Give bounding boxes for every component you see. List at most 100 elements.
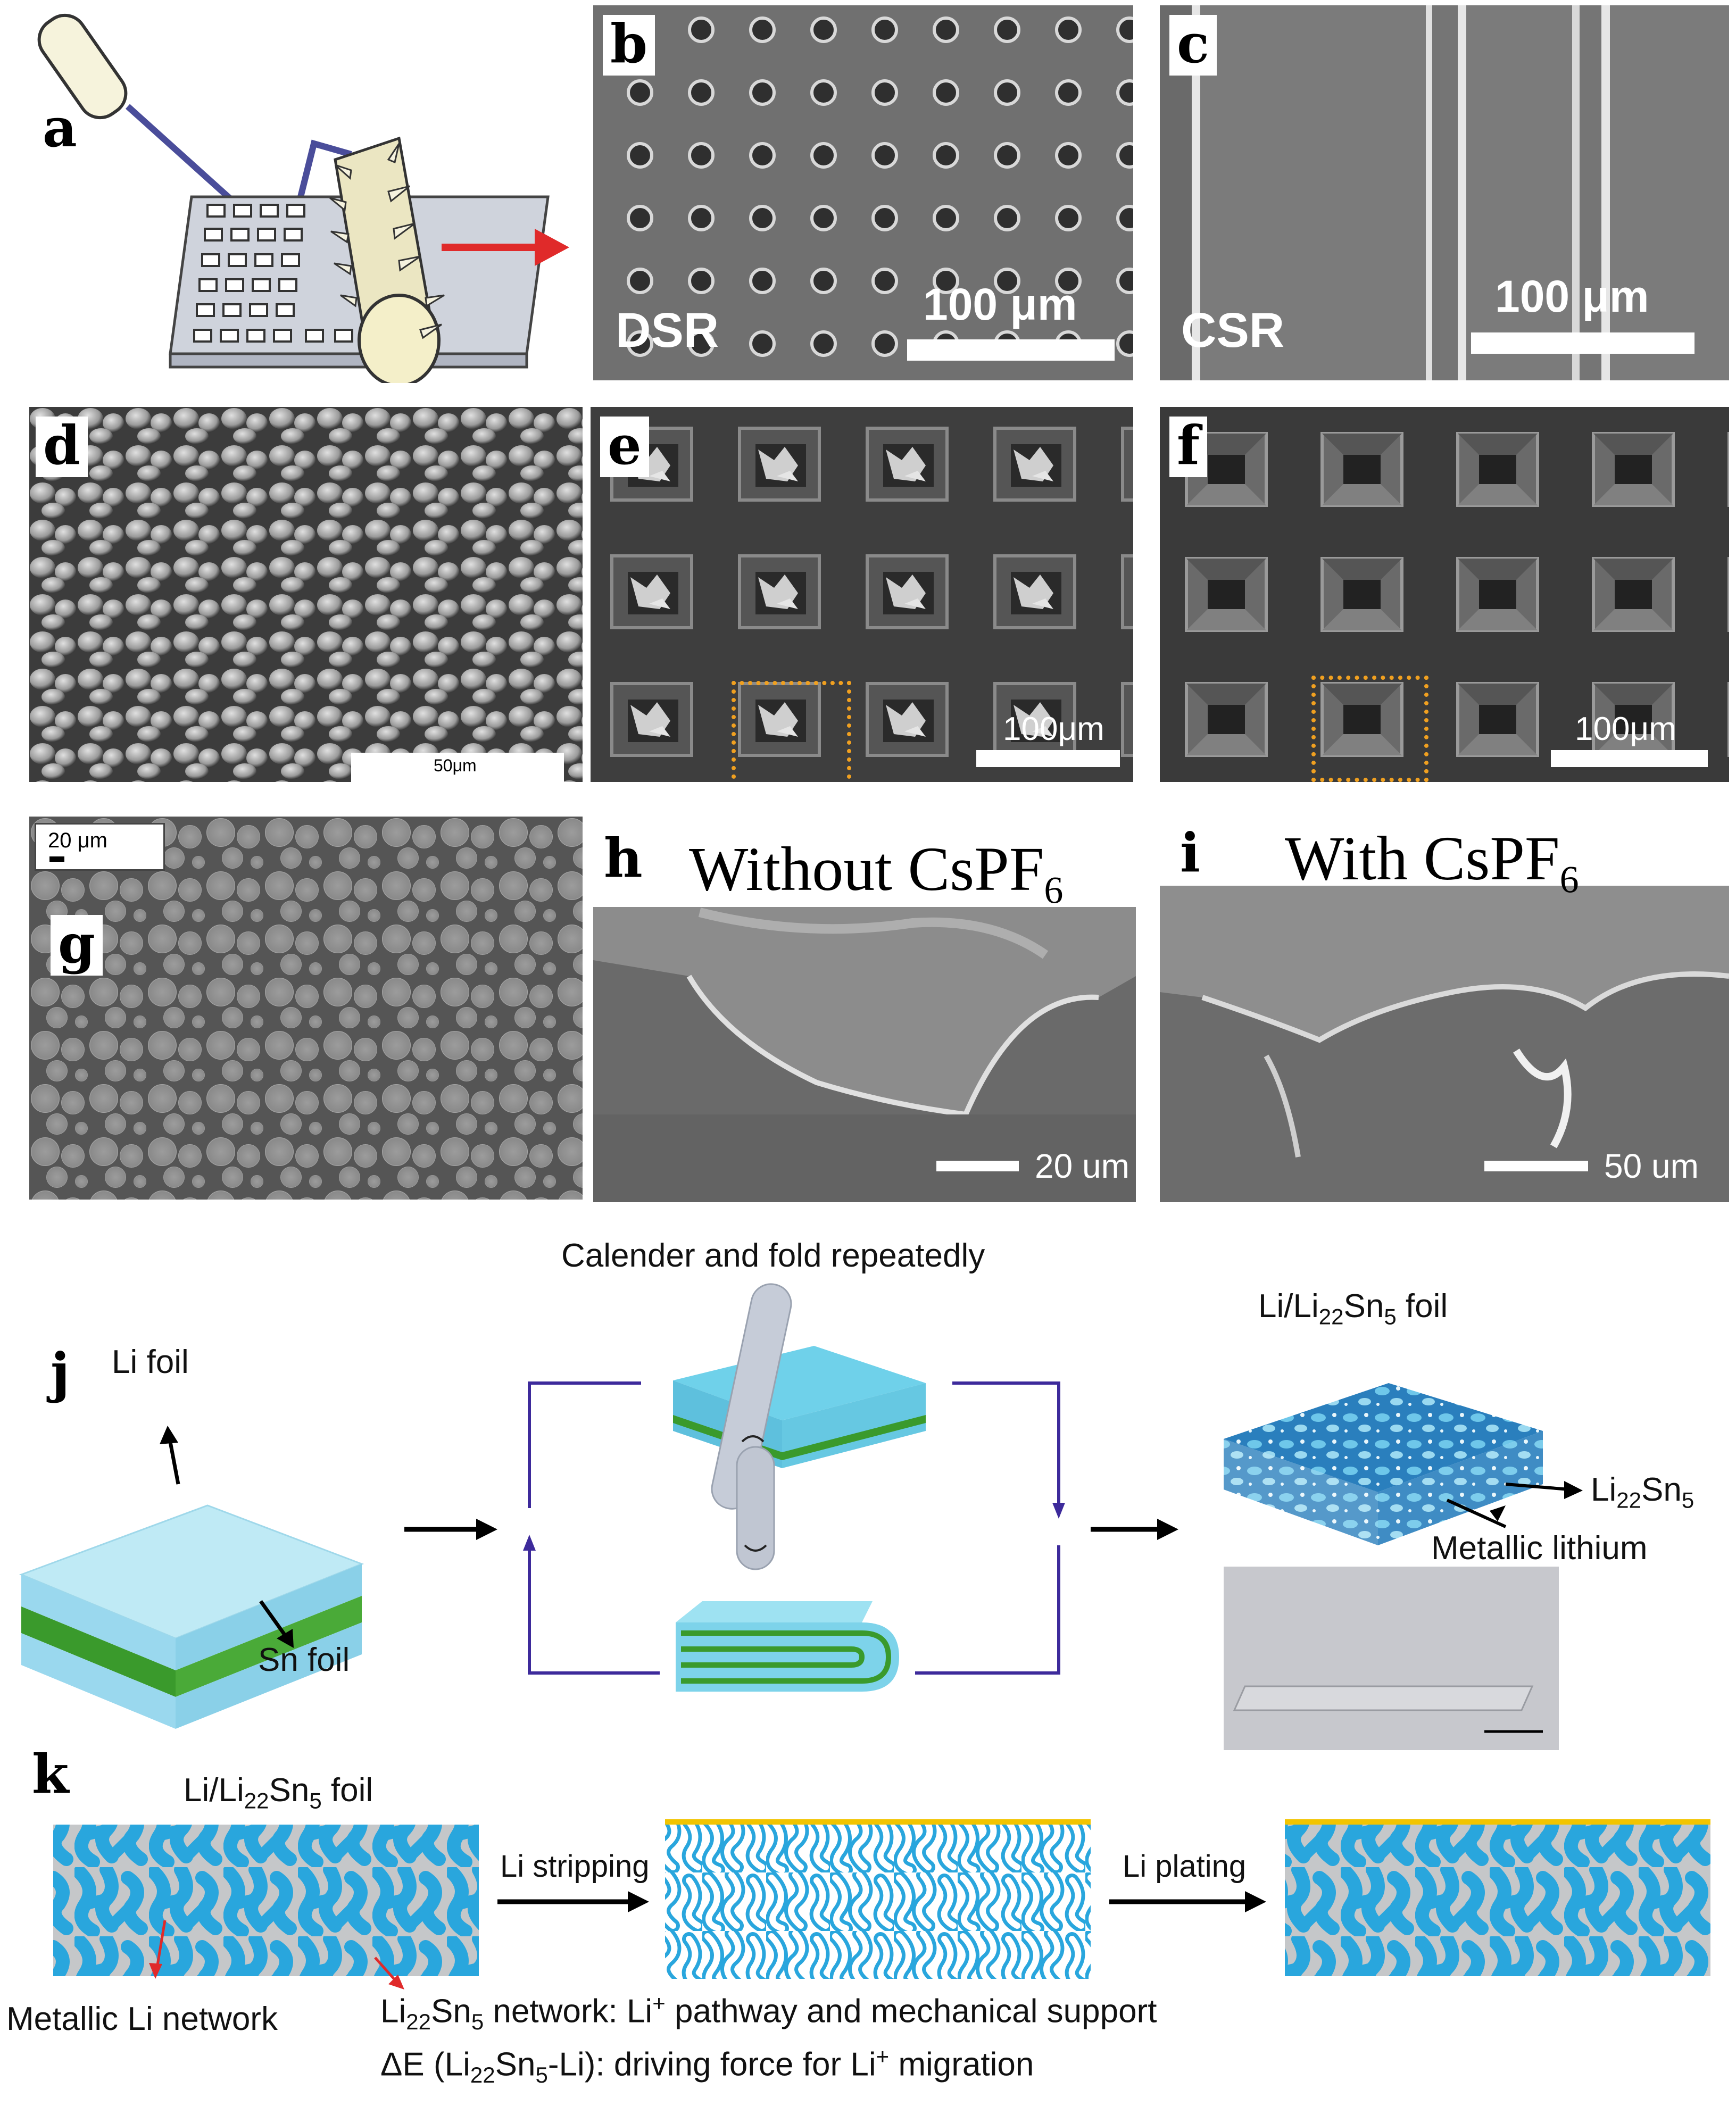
k-foil-sub2: 5 [309, 1788, 322, 1813]
roller-bottom [736, 1446, 775, 1570]
phase-sub: 22 [1616, 1487, 1641, 1513]
network-text: network: Li [484, 1993, 653, 2030]
delta-prefix: ΔE (Li [380, 2046, 470, 2083]
panel-label-d: d [36, 417, 88, 477]
panel-c-scale-label: 100 μm [1495, 271, 1649, 321]
li-foil-label: Li foil [112, 1344, 189, 1380]
panel-a: a [16, 0, 591, 387]
panel-f-sem-image: f 100μm [1160, 407, 1729, 782]
product-mid: Sn [1343, 1288, 1384, 1325]
network-sup: + [652, 1991, 666, 2016]
phase-main: Li [1591, 1471, 1617, 1508]
calender-fold-text: Calender and fold repeatedly [561, 1237, 985, 1274]
loop-bottom-right [915, 1545, 1060, 1675]
panel-h-scale-label: 20 um [1035, 1147, 1129, 1185]
panel-g-scale-bar [49, 856, 64, 862]
pit-cross-section-coated [1160, 886, 1729, 1202]
panel-e-scale-label: 100μm [1003, 711, 1104, 747]
roller-top [711, 1283, 792, 1510]
network-rest: pathway and mechanical support [665, 1993, 1157, 2030]
panel-i-title-sub: 6 [1559, 858, 1579, 901]
delta-sub2: 5 [535, 2062, 548, 2088]
product-foil-label: Li/Li22Sn5 foil [1258, 1290, 1448, 1328]
panel-d-sem-image: d 50μm [29, 407, 583, 782]
channel-pattern [1160, 5, 1729, 380]
delta-e-label: ΔE (Li22Sn5-Li): driving force for Li+ m… [380, 2045, 1034, 2086]
network-sub: 22 [406, 2009, 431, 2035]
panel-i-title: With CsPF6 [1285, 827, 1579, 899]
panel-label-i: i [1180, 821, 1200, 884]
sn-foil-label: Sn foil [258, 1642, 350, 1678]
product-prefix: Li/Li [1258, 1288, 1319, 1325]
delta-text: -Li): driving force for Li [547, 2046, 876, 2083]
network-mid: Sn [430, 1993, 471, 2030]
panel-label-c: c [1169, 15, 1217, 76]
panel-label-j: j [51, 1341, 70, 1404]
phase-mid: Sn [1641, 1471, 1682, 1508]
phase-label: Li22Sn5 [1591, 1474, 1694, 1511]
panel-d-scale-box [351, 753, 564, 782]
roller-schematic [37, 13, 569, 387]
product-sub2: 5 [1384, 1304, 1397, 1329]
k-foil-label: Li/Li22Sn5 foil [184, 1774, 373, 1812]
panel-b-tag: DSR [616, 303, 719, 357]
panel-e-highlight-box [732, 681, 851, 782]
product-sub: 22 [1318, 1304, 1344, 1329]
panel-b-scale-bar [907, 339, 1115, 361]
k-plated-foil [1285, 1825, 1710, 1976]
folded-foil [676, 1622, 899, 1692]
panel-h-title: Without CsPF6 [689, 838, 1063, 910]
panel-g-scale-box [35, 823, 165, 871]
panel-i-scale-label: 50 um [1604, 1147, 1699, 1185]
panel-label-g: g [51, 915, 103, 976]
panel-b-scale-label: 100 μm [923, 279, 1077, 329]
panel-label-h: h [604, 827, 643, 889]
delta-rest: migration [889, 2046, 1034, 2083]
panel-label-e: e [600, 417, 649, 477]
filled-pits-grid [591, 407, 1133, 782]
k-foil-prefix: Li/Li [184, 1772, 244, 1809]
panel-h-title-main: Without CsPF [689, 834, 1044, 904]
empty-pits-grid [1160, 407, 1729, 782]
panel-g-sem-image: 20 μm g [29, 817, 583, 1200]
network-sub2: 5 [471, 2009, 484, 2035]
panel-h-title-sub: 6 [1044, 869, 1064, 912]
delta-sup: + [876, 2044, 890, 2069]
delta-mid: Sn [495, 2046, 536, 2083]
foil-photo [1224, 1567, 1559, 1750]
alloy-network-label: Li22Sn5 network: Li+ pathway and mechani… [380, 1991, 1157, 2035]
loop-bottom-left [528, 1545, 660, 1675]
panel-e-scale-bar [976, 750, 1120, 767]
metallic-lithium-label: Metallic lithium [1431, 1530, 1648, 1567]
product-suffix: foil [1396, 1288, 1448, 1325]
coated-particles [29, 817, 583, 1200]
delta-sub: 22 [470, 2062, 495, 2088]
panel-i-sem-image: i With CsPF6 50 um [1160, 817, 1729, 1202]
panel-c-sem-image: c CSR 100 μm [1160, 5, 1729, 380]
panel-i-title-main: With CsPF [1285, 823, 1560, 893]
k-stripped-foil [665, 1822, 1091, 1979]
panel-label-f: f [1169, 417, 1208, 477]
panel-f-highlight-box [1311, 676, 1428, 782]
loop-top-left [528, 1381, 641, 1508]
panel-i-scale-bar [1484, 1161, 1588, 1171]
panel-f-scale-label: 100μm [1575, 711, 1676, 747]
panel-h-sem-image: h Without CsPF6 20 um [593, 817, 1136, 1202]
metallic-li-network-label: Metallic Li network [6, 2001, 278, 2037]
k-stripped-sei [665, 1819, 1091, 1825]
panel-b-sem-image: b DSR 100 μm [593, 5, 1133, 380]
panel-f-scale-bar [1551, 750, 1708, 767]
panel-e-sem-image: e 100μm [591, 407, 1133, 782]
li-stripping-label: Li stripping [500, 1849, 650, 1884]
panel-c-scale-bar [1471, 332, 1695, 354]
panel-label-k: k [32, 1743, 69, 1805]
panel-c-tag: CSR [1181, 303, 1285, 357]
panel-d-scale-label: 50μm [434, 756, 477, 775]
k-plated-sei [1285, 1819, 1710, 1825]
composite-foil-top [1224, 1383, 1543, 1492]
panel-g-scale-label: 20 μm [48, 829, 107, 852]
spherical-particles [29, 407, 583, 782]
phase-sub2: 5 [1681, 1487, 1695, 1513]
pit-cross-section-uncoated [593, 907, 1136, 1202]
